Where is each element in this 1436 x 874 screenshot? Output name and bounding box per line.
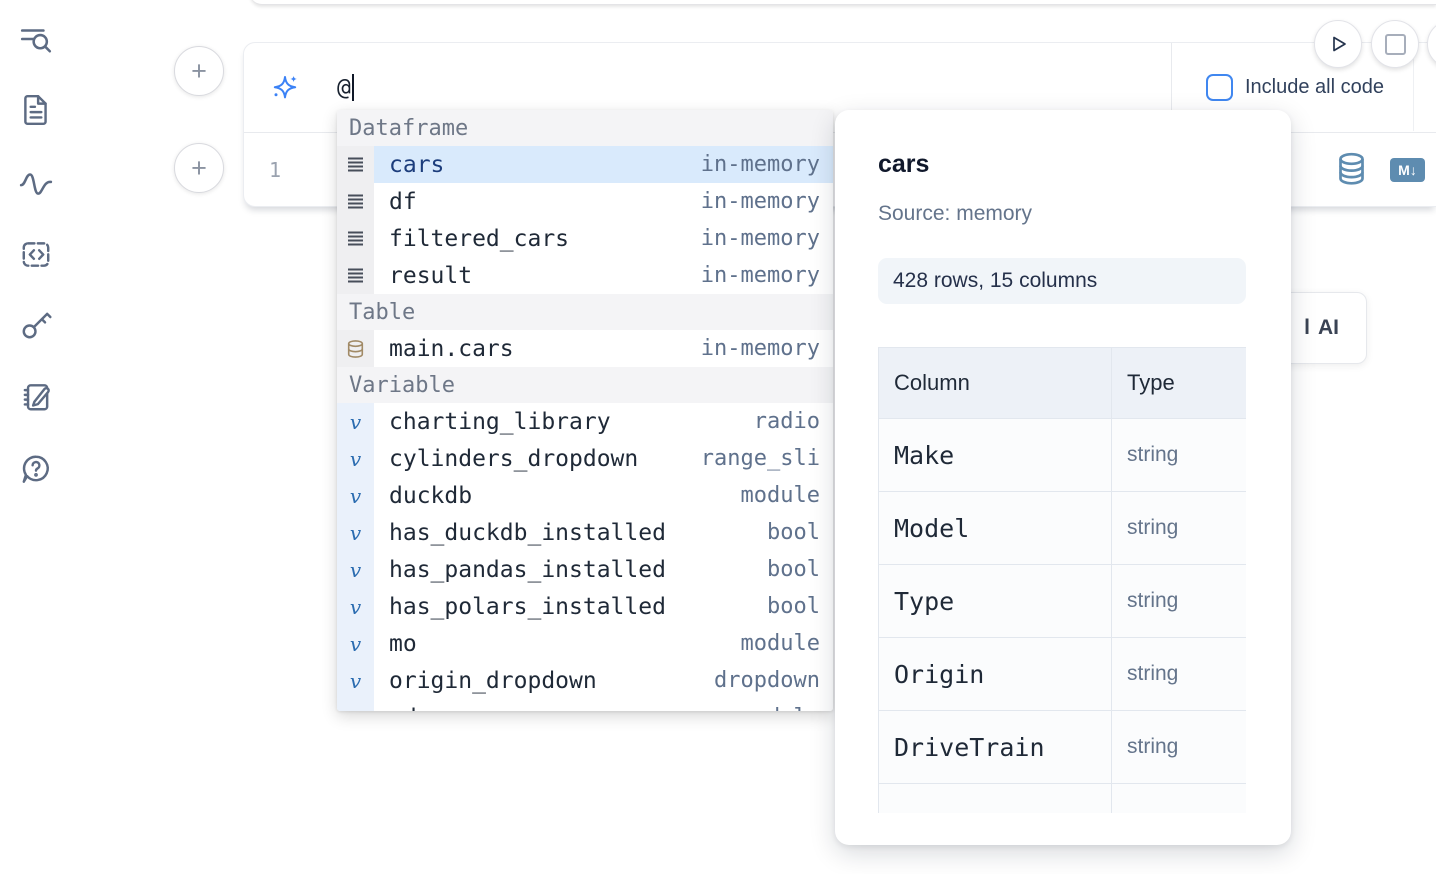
previous-cell-edge	[250, 0, 1436, 5]
variable-icon: v	[349, 483, 362, 508]
schema-row: Model string	[878, 491, 1246, 565]
schema-row: DriveTrain string	[878, 710, 1246, 784]
section-header-dataframe: Dataframe	[337, 110, 833, 146]
schema-header-column: Column	[878, 347, 1112, 419]
stop-button[interactable]	[1371, 20, 1419, 68]
variable-icon: v	[349, 446, 362, 471]
schema-column-type: string	[1111, 637, 1246, 711]
dataframe-icon	[348, 268, 363, 283]
key-icon[interactable]	[19, 308, 53, 342]
toc-search-icon[interactable]	[19, 22, 53, 56]
activity-icon[interactable]	[19, 166, 53, 200]
schema-row: Origin string	[878, 637, 1246, 711]
cell-divider	[1171, 43, 1172, 131]
schema-row: Type string	[878, 564, 1246, 638]
line-number: 1	[269, 158, 282, 182]
ai-button-label: AI	[1318, 316, 1339, 339]
schema-column-name: Type	[878, 564, 1112, 638]
schema-column-name: Origin	[878, 637, 1112, 711]
snippets-icon[interactable]	[19, 237, 53, 271]
include-all-code-checkbox[interactable]	[1206, 74, 1233, 101]
section-header-table: Table	[337, 294, 833, 330]
markdown-icon[interactable]: M↓	[1390, 158, 1425, 182]
cell-edge-line	[1413, 43, 1414, 131]
schema-column-type: string	[1111, 710, 1246, 784]
dataframe-preview-panel: cars Source: memory 428 rows, 15 columns…	[835, 110, 1291, 845]
schema-column-type: string	[1111, 491, 1246, 565]
variable-icon: v	[349, 557, 362, 582]
ai-prompt-input[interactable]: @	[337, 43, 354, 132]
variable-icon: v	[349, 594, 362, 619]
variable-icon: v	[349, 668, 362, 693]
schema-column-type: string	[1111, 564, 1246, 638]
schema-column-name: Make	[878, 418, 1112, 492]
schema-row	[878, 783, 1246, 813]
schema-header-type: Type	[1111, 347, 1246, 419]
code-editor-row[interactable]: 1 M↓	[244, 133, 1436, 207]
variable-icon: v	[349, 409, 362, 434]
database-icon	[347, 339, 364, 358]
variable-icon: v	[349, 520, 362, 545]
ai-button-clipped-glyph: l	[1304, 316, 1310, 339]
scratchpad-icon[interactable]	[19, 380, 53, 414]
schema-column-name	[878, 783, 1112, 813]
stop-icon	[1384, 33, 1406, 55]
preview-shape-badge: 428 rows, 15 columns	[878, 258, 1246, 304]
schema-header-row: Column Type	[878, 347, 1246, 419]
schema-column-name: DriveTrain	[878, 710, 1112, 784]
run-cell-button[interactable]	[1314, 20, 1362, 68]
include-all-code-label: Include all code	[1245, 76, 1384, 98]
schema-row: Make string	[878, 418, 1246, 492]
sparkles-icon	[273, 75, 297, 99]
database-icon[interactable]	[1336, 152, 1367, 188]
add-cell-above-button[interactable]: +	[174, 46, 224, 96]
autocomplete-item-pd[interactable]: v pdmodule	[337, 699, 833, 711]
play-icon	[1333, 36, 1346, 52]
dataframe-icon	[348, 194, 363, 209]
ai-prompt-value: @	[337, 74, 351, 101]
preview-schema-table: Column Type Make string Model string Typ…	[878, 347, 1246, 813]
schema-column-name: Model	[878, 491, 1112, 565]
schema-column-type: string	[1111, 418, 1246, 492]
variable-icon: v	[350, 706, 361, 712]
dataframe-icon	[348, 231, 363, 246]
text-caret	[351, 74, 354, 101]
variable-icon: v	[349, 631, 362, 656]
dataframe-icon	[348, 157, 363, 172]
help-icon[interactable]	[19, 452, 53, 486]
file-icon[interactable]	[19, 93, 53, 127]
add-cell-below-button[interactable]: +	[174, 143, 224, 193]
schema-column-type	[1111, 783, 1246, 813]
section-header-variable: Variable	[337, 367, 833, 403]
preview-title: cars	[878, 150, 930, 178]
preview-source: Source: memory	[878, 202, 1033, 225]
